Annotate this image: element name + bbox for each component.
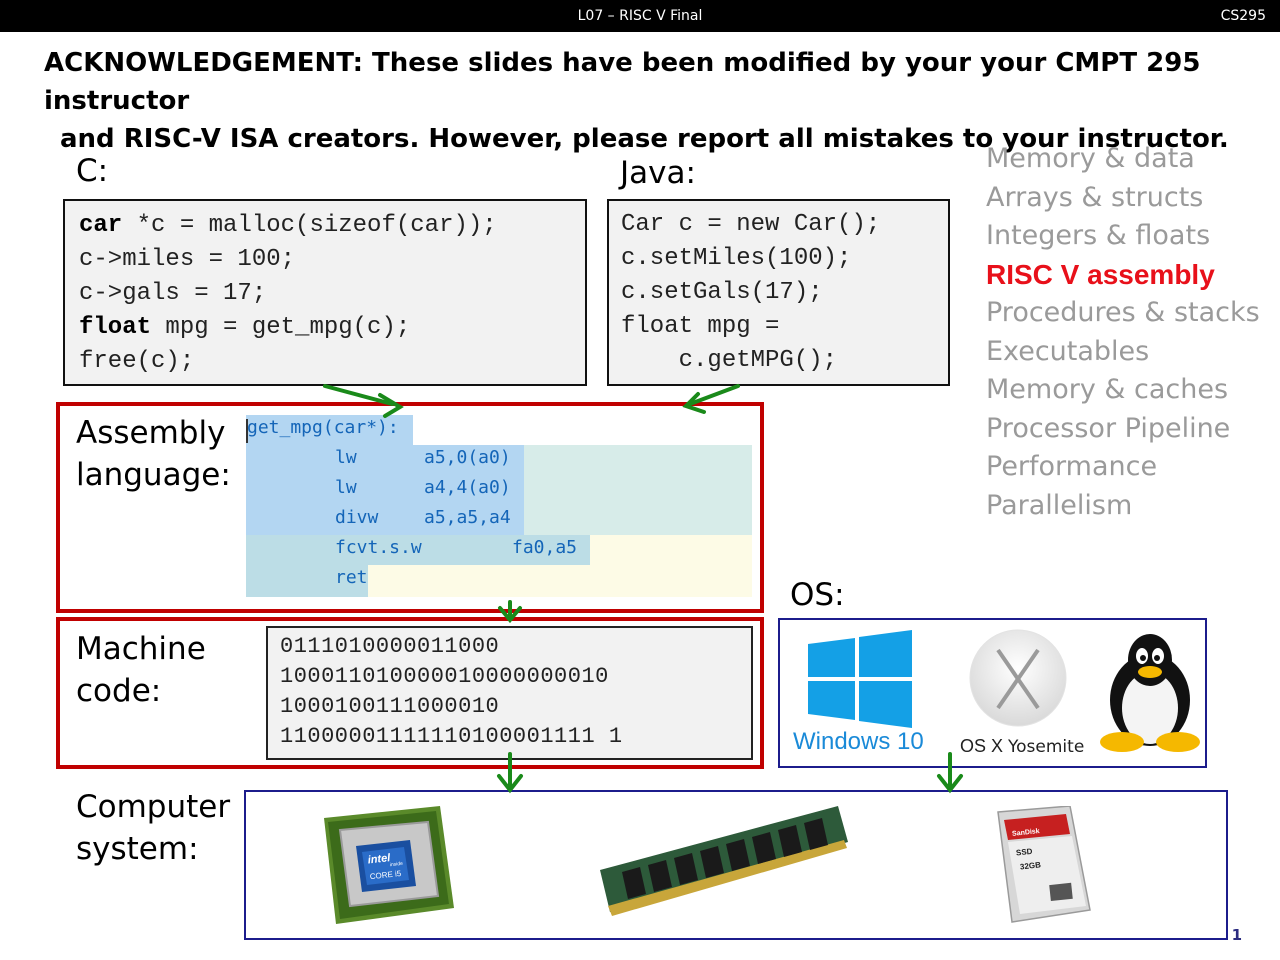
slide-title: L07 – RISC V Final	[577, 8, 703, 24]
asm-selection	[246, 415, 413, 445]
osx-logo-icon	[969, 629, 1067, 727]
topic-item: Processor Pipeline	[986, 412, 1231, 444]
computer-label-line-2: system:	[76, 831, 199, 867]
ram-module-icon	[600, 806, 848, 916]
topic-item: Integers & floats	[986, 220, 1211, 251]
machine-label-line-1: Machine	[76, 631, 206, 667]
ssd-capacity-text: 32GB	[1020, 860, 1042, 871]
cpu-model-text: CORE i5	[369, 869, 402, 881]
topics-list: Memory & data Arrays & structs Integers …	[986, 140, 1260, 525]
asm-op: lw	[335, 477, 357, 498]
cpu-chip-icon: intel inside CORE i5	[324, 806, 454, 924]
windows-label: Windows 10	[793, 728, 924, 755]
slide-header: L07 – RISC V Final CS295	[0, 0, 1280, 32]
asm-selection	[246, 445, 524, 535]
asm-selection	[246, 565, 368, 597]
machine-label-line-2: code:	[76, 673, 162, 709]
c-line-3: c->gals = 17;	[79, 280, 267, 307]
topic-item: Memory & caches	[986, 374, 1229, 405]
cpu-inside-text: inside	[390, 861, 404, 868]
c-line-5: free(c);	[79, 348, 195, 375]
asm-function-label: get_mpg(car*):	[247, 417, 399, 438]
topic-item: Arrays & structs	[986, 181, 1204, 213]
machine-line: 100011010000010000000010	[280, 664, 609, 689]
c-line-4: float mpg = get_mpg(c);	[79, 314, 411, 341]
ssd-brand-text: SanDisk	[1012, 828, 1040, 838]
page-number: 1	[1231, 926, 1242, 944]
ack-line-2: and RISC-V ISA creators. However, please…	[60, 124, 1229, 154]
ssd-drive-icon: SanDisk SSD 32GB	[997, 806, 1091, 923]
cpu-brand-text: intel	[367, 852, 392, 866]
windows-logo-icon	[808, 630, 912, 728]
c-line-2: c->miles = 100;	[79, 246, 296, 273]
asm-args: a5,0(a0)	[424, 447, 511, 468]
asm-op: divw	[335, 507, 379, 528]
asm-op: fcvt.s.w	[335, 537, 422, 558]
osx-name: Yosemite	[1008, 737, 1085, 757]
assembly-label: Assembly language:	[76, 412, 231, 496]
topic-item: Procedures & stacks	[986, 297, 1260, 328]
java-line-4: float mpg =	[621, 313, 780, 340]
osx-label: OS X Yosemite	[960, 736, 1084, 757]
assembly-label-line-1: Assembly	[76, 415, 226, 451]
java-line-2: c.setMiles(100);	[621, 245, 852, 272]
course-code: CS295	[1220, 8, 1266, 24]
acknowledgement: ACKNOWLEDGEMENT: These slides have been …	[44, 44, 1264, 158]
topic-item: Executables	[986, 335, 1150, 367]
assembly-box	[56, 402, 764, 613]
java-line-1: Car c = new Car();	[621, 211, 881, 238]
ssd-type-text: SSD	[1016, 847, 1034, 858]
computer-system-box	[244, 790, 1228, 940]
machine-code-box	[56, 617, 764, 769]
c-label: C:	[76, 153, 109, 189]
topic-item: Performance	[986, 451, 1158, 482]
asm-op: ret	[335, 567, 368, 588]
computer-label-line-1: Computer	[76, 789, 231, 825]
c-code-box: car *c = malloc(sizeof(car)); c->miles =…	[63, 199, 587, 386]
asm-args: a4,4(a0)	[424, 477, 511, 498]
java-code-box: Car c = new Car(); c.setMiles(100); c.se…	[607, 199, 950, 386]
machine-label: Machine code:	[76, 628, 206, 712]
topic-item: Memory & data	[986, 143, 1195, 174]
machine-line: 1000100111000010	[280, 694, 500, 719]
asm-op: lw	[335, 447, 357, 468]
topic-item: Parallelism	[986, 489, 1133, 521]
os-box	[778, 618, 1207, 768]
java-line-5: c.getMPG();	[621, 347, 838, 374]
text-cursor	[246, 419, 248, 443]
topic-item-active: RISC V assembly	[986, 258, 1215, 290]
ack-line-1: ACKNOWLEDGEMENT: These slides have been …	[44, 48, 1201, 116]
asm-args: a5,a5,a4	[424, 507, 511, 528]
arrow-c-to-asm	[323, 384, 394, 406]
osx-prefix: OS X	[960, 736, 1004, 756]
linux-tux-icon	[1100, 634, 1200, 752]
java-line-3: c.setGals(17);	[621, 279, 823, 306]
assembly-label-line-2: language:	[76, 457, 231, 493]
arrow-java-to-asm	[688, 384, 740, 406]
machine-line: 0111010000011000	[280, 634, 500, 659]
computer-label: Computer system:	[76, 786, 230, 870]
c-line-1: car *c = malloc(sizeof(car));	[79, 212, 497, 239]
asm-selection	[246, 535, 590, 565]
machine-line: 11000001111110100001111 1	[280, 724, 623, 749]
asm-args: fa0,a5	[512, 537, 578, 558]
os-label: OS:	[790, 577, 845, 613]
java-label: Java:	[620, 155, 696, 191]
